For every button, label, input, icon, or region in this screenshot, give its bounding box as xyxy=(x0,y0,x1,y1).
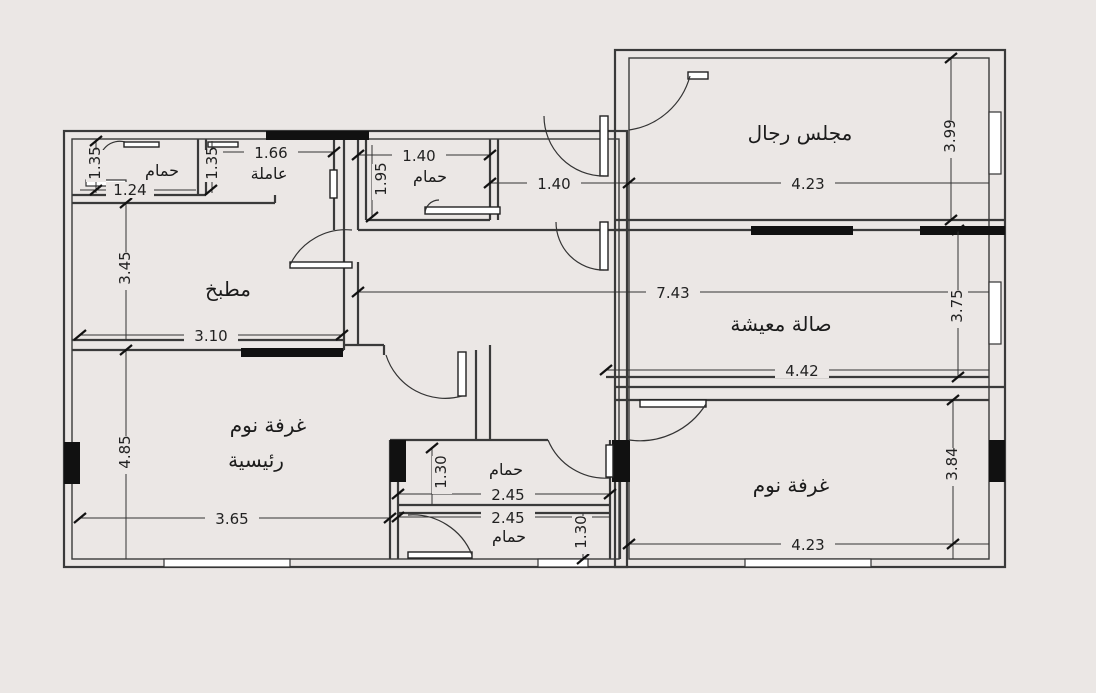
dim-corridor-width: 1.40 xyxy=(537,175,570,193)
dim-living-height: 3.75 xyxy=(948,289,966,322)
dim-maid-bath-width: 1.24 xyxy=(113,181,146,199)
dim-bath-top-height: 1.95 xyxy=(372,162,390,195)
label-majlis: مجلس رجال xyxy=(748,121,853,145)
label-bath-low: حمام xyxy=(492,527,526,546)
solid-walls xyxy=(64,131,1005,484)
dim-master-height: 4.85 xyxy=(116,435,134,468)
label-maid-bath: حمام xyxy=(145,161,179,180)
dim-living-width: 4.42 xyxy=(785,362,818,380)
dim-majlis-width: 4.23 xyxy=(791,175,824,193)
dim-maid-height: 1.35 xyxy=(203,146,221,179)
dim-bath-top-width: 1.40 xyxy=(402,147,435,165)
doors xyxy=(99,71,709,559)
label-bath-top: حمام xyxy=(413,167,447,186)
room-labels: مجلس رجال صالة معيشة مطبخ غرفة نوم رئيسي… xyxy=(145,121,852,546)
dim-kitchen-height: 3.45 xyxy=(116,251,134,284)
label-maid-room: عاملة xyxy=(251,164,288,183)
label-living-room: صالة معيشة xyxy=(730,312,831,336)
dim-bath-mid-width: 2.45 xyxy=(491,486,524,504)
dim-kitchen-width: 3.10 xyxy=(194,327,227,345)
label-bath-mid: حمام xyxy=(489,460,523,479)
dim-bedroom-width: 4.23 xyxy=(791,536,824,554)
dim-total-width: 7.43 xyxy=(656,284,689,302)
dim-maid-bath-height: 1.35 xyxy=(86,146,104,179)
label-bedroom: غرفة نوم xyxy=(753,473,829,497)
dim-bath-low-height: 1.30 xyxy=(572,515,590,548)
dim-master-width: 3.65 xyxy=(215,510,248,528)
dim-bath-low-width: 2.45 xyxy=(491,509,524,527)
label-master-bedroom-line1: غرفة نوم xyxy=(230,413,306,437)
interior-walls xyxy=(72,139,1005,559)
dimension-lines xyxy=(80,58,989,559)
dimension-labels: 1.35 1.24 1.35 1.66 1.95 1.40 1.40 4.23 … xyxy=(86,119,968,554)
dim-bath-mid-height: 1.30 xyxy=(432,455,450,488)
label-kitchen: مطبخ xyxy=(205,277,251,301)
dim-bedroom-height: 3.84 xyxy=(943,447,961,480)
dimension-ticks xyxy=(73,52,965,565)
label-master-bedroom-line2: رئيسية xyxy=(228,448,284,472)
dim-majlis-height: 3.99 xyxy=(941,119,959,152)
dim-maid-width: 1.66 xyxy=(254,144,287,162)
